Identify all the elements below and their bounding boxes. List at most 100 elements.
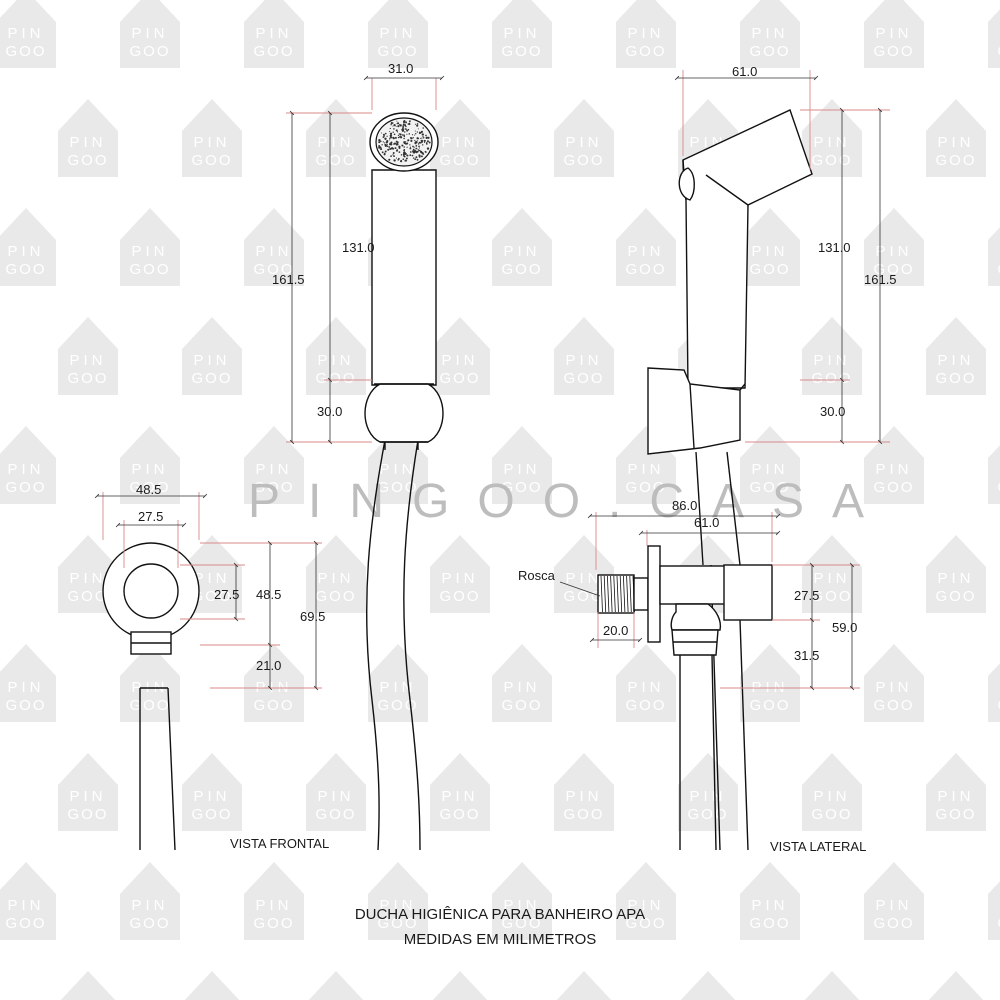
watermark-tile: PINGOO <box>0 862 56 940</box>
watermark-tile-text: GOO <box>315 370 356 387</box>
valve-side-view: Rosca 86.0 61.0 20.0 27.5 31.5 59.0 <box>518 498 860 851</box>
watermark-tile-text: GOO <box>997 915 1000 932</box>
watermark-tile-text: GOO <box>997 479 1000 496</box>
watermark-tile: PINGOO <box>120 862 180 940</box>
watermark-tile: PINGOO <box>926 99 986 177</box>
side-shower-handle <box>682 109 813 389</box>
watermark-tile: PINGOO <box>430 317 490 395</box>
watermark-tile-text: PIN <box>627 461 664 478</box>
watermark-tile-text: PIN <box>317 134 354 151</box>
watermark-tile-text: GOO <box>67 588 108 605</box>
watermark-tile-text: PIN <box>317 788 354 805</box>
watermark-tile-text: PIN <box>875 243 912 260</box>
watermark-tile-text: GOO <box>935 588 976 605</box>
watermark-tile-text: GOO <box>935 806 976 823</box>
watermark-tile-text: GOO <box>997 261 1000 278</box>
watermark-tile: PINGOO <box>0 644 56 722</box>
front-shower-handle <box>371 169 437 386</box>
dim-valve-thread: 20.0 <box>603 623 628 638</box>
dim-flange-total-v: 69.5 <box>300 609 325 624</box>
watermark-tile: PINGOO <box>244 644 304 722</box>
watermark-tile-text: PIN <box>813 788 850 805</box>
watermark-tile: PINGOO <box>740 644 800 722</box>
watermark-tile-text: PIN <box>503 461 540 478</box>
watermark-tile-text: PIN <box>565 570 602 587</box>
watermark-tile-text: PIN <box>627 243 664 260</box>
watermark-tile-text: GOO <box>563 806 604 823</box>
watermark-tile-text: GOO <box>191 370 232 387</box>
watermark-tile: PINGOO <box>616 0 676 68</box>
watermark-tile: PINGOO <box>492 0 552 68</box>
watermark-tile: PINGOO <box>492 862 552 940</box>
watermark-tile: PINGOO <box>368 0 428 68</box>
valve-handle <box>723 564 773 621</box>
watermark-tile-text: GOO <box>873 915 914 932</box>
dim-side-total: 161.5 <box>864 272 897 287</box>
watermark-tile-text: PIN <box>565 352 602 369</box>
watermark-tile-text: GOO <box>5 479 46 496</box>
watermark-tile-text: GOO <box>439 588 480 605</box>
watermark-tile: PINGOO <box>306 317 366 395</box>
watermark-tile: PINGOO <box>926 753 986 831</box>
watermark-tile-text: PIN <box>875 897 912 914</box>
watermark-tile-text: GOO <box>377 479 418 496</box>
watermark-tile-text: PIN <box>503 679 540 696</box>
watermark-tile-text: PIN <box>131 897 168 914</box>
watermark-tile-text: GOO <box>997 697 1000 714</box>
watermark-tile-text: GOO <box>129 43 170 60</box>
watermark-tile-text: GOO <box>439 152 480 169</box>
watermark-tile-text: PIN <box>69 788 106 805</box>
watermark-tile: PINGOO <box>492 426 552 504</box>
watermark-tile: PINGOO <box>306 99 366 177</box>
watermark-tile-text: GOO <box>5 697 46 714</box>
watermark-tile-text: GOO <box>935 370 976 387</box>
watermark-tile-text: GOO <box>315 152 356 169</box>
watermark-tile-text: PIN <box>193 570 230 587</box>
valve-outlet <box>670 603 722 631</box>
watermark-tile-text: GOO <box>377 915 418 932</box>
watermark-tile-text: PIN <box>193 352 230 369</box>
watermark-tile: PINGOO <box>58 99 118 177</box>
view-label-side: VISTA LATERAL <box>770 839 866 854</box>
watermark-tile: PINGOO <box>802 753 862 831</box>
watermark-tile: PINGOO <box>616 862 676 940</box>
watermark-tile: PINGOO <box>926 535 986 613</box>
valve-thread <box>597 574 635 614</box>
watermark-tile-text: PIN <box>131 25 168 42</box>
watermark-tile: PINGOO <box>740 0 800 68</box>
drawing-title: DUCHA HIGIÊNICA PARA BANHEIRO APA <box>355 906 645 923</box>
watermark-tile-text: PIN <box>627 25 664 42</box>
watermark-tile-text: PIN <box>565 134 602 151</box>
watermark-tile: PINGOO <box>864 0 924 68</box>
watermark-tile: PINGOO <box>306 535 366 613</box>
watermark-tile-text: GOO <box>749 697 790 714</box>
watermark-tile: PINGOO <box>308 971 364 1000</box>
watermark-tile: PINGOO <box>556 971 612 1000</box>
dim-front-grip: 30.0 <box>317 404 342 419</box>
watermark-tile-text: GOO <box>253 697 294 714</box>
watermark-tile-text: GOO <box>563 588 604 605</box>
watermark-tile: PINGOO <box>58 317 118 395</box>
watermark-tile-text: GOO <box>377 697 418 714</box>
thread-label: Rosca <box>518 568 556 583</box>
dim-side-width: 61.0 <box>732 64 757 79</box>
watermark-tile-text: GOO <box>873 479 914 496</box>
watermark-tile-text: PIN <box>7 243 44 260</box>
watermark-tile: PINGOO <box>492 208 552 286</box>
watermark-tile-text: GOO <box>253 43 294 60</box>
watermark-tile-text: PIN <box>193 788 230 805</box>
watermark-tile-text: PIN <box>875 25 912 42</box>
watermark-tile-text: PIN <box>131 461 168 478</box>
watermark-tile-text: GOO <box>129 261 170 278</box>
watermark-tile: PINGOO <box>244 426 304 504</box>
watermark-tile-text: GOO <box>67 370 108 387</box>
watermark-tile-text: PIN <box>193 134 230 151</box>
watermark-tile: PINGOO <box>60 971 116 1000</box>
watermark-tile-text: PIN <box>751 679 788 696</box>
watermark-tile-text: PIN <box>627 897 664 914</box>
watermark-tile-text: GOO <box>501 261 542 278</box>
watermark-tile-text: GOO <box>191 152 232 169</box>
watermark-tile: PINGOO <box>616 644 676 722</box>
watermark-tile: PINGOO <box>864 426 924 504</box>
watermark-tile-text: GOO <box>129 697 170 714</box>
